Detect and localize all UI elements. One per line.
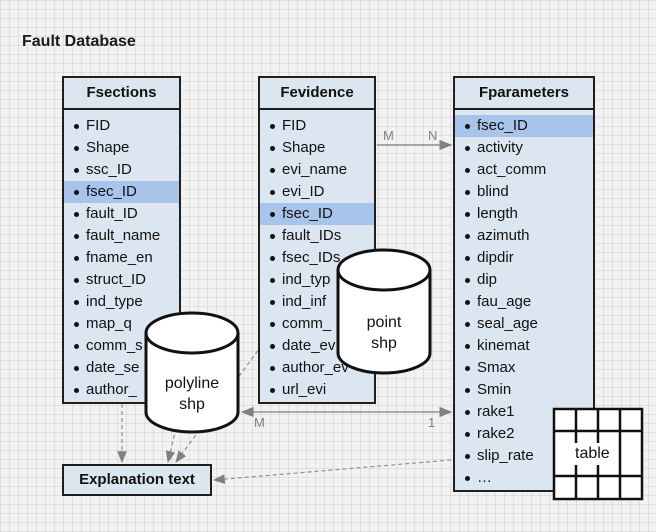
polyline-explanation-link xyxy=(165,427,177,464)
relation-label-m: M xyxy=(254,415,265,430)
params-explanation-link xyxy=(212,459,452,484)
field-item: FID xyxy=(64,115,179,137)
point-shp-cylinder-icon xyxy=(336,248,432,375)
shp-label-line: shp xyxy=(179,396,205,413)
relation-label-m: M xyxy=(383,128,394,143)
field-item: fault_IDs xyxy=(260,225,374,247)
field-item: fname_en xyxy=(64,247,179,269)
field-item-highlighted: fsec_ID xyxy=(64,181,179,203)
field-item: length xyxy=(455,203,593,225)
field-item: url_evi xyxy=(260,379,374,401)
diagram-title: Fault Database xyxy=(22,33,136,50)
field-item: Shape xyxy=(64,137,179,159)
field-item: activity xyxy=(455,137,593,159)
relation-label-n: N xyxy=(428,128,438,143)
field-item: … xyxy=(455,467,593,489)
fsections-table: Fsections FID Shape ssc_ID fsec_ID fault… xyxy=(62,76,181,404)
field-item: comm_ xyxy=(260,313,374,335)
polyline-shp-label: polyline shp xyxy=(146,373,238,415)
field-item: slip_rate xyxy=(455,445,593,467)
field-item: fsec_IDs xyxy=(260,247,374,269)
field-item: act_comm xyxy=(455,159,593,181)
polyline-label-line: polyline xyxy=(164,375,220,392)
field-item: evi_name xyxy=(260,159,374,181)
field-item: date_ev xyxy=(260,335,374,357)
field-item: dip xyxy=(455,269,593,291)
table-label: table xyxy=(569,443,616,465)
table-grid-icon xyxy=(552,407,644,501)
field-item: ind_inf xyxy=(260,291,374,313)
field-item: map_q xyxy=(64,313,179,335)
fparameters-table: Fparameters fsec_ID activity act_comm bl… xyxy=(453,76,595,492)
field-item: Smax xyxy=(455,357,593,379)
field-item: ind_type xyxy=(64,291,179,313)
explanation-text-box: Explanation text xyxy=(62,464,212,496)
field-item: rake1 xyxy=(455,401,593,423)
field-item: fault_name xyxy=(64,225,179,247)
field-item: Smin xyxy=(455,379,593,401)
table-header: Fevidence xyxy=(260,78,374,110)
field-item-highlighted: fsec_ID xyxy=(260,203,374,225)
field-item: struct_ID xyxy=(64,269,179,291)
shp-label-line: shp xyxy=(371,335,397,352)
table-header: Fsections xyxy=(64,78,179,110)
point-shp-label: point shp xyxy=(338,312,430,354)
field-item: evi_ID xyxy=(260,181,374,203)
table-header: Fparameters xyxy=(455,78,593,110)
field-item: author_ev xyxy=(260,357,374,379)
field-item: author_ xyxy=(64,379,179,401)
polyline-shp-cylinder-icon xyxy=(144,311,240,434)
field-item: kinemat xyxy=(455,335,593,357)
point-label-line: point xyxy=(366,314,402,331)
field-item: date_se xyxy=(64,357,179,379)
field-item: rake2 xyxy=(455,423,593,445)
field-item: dipdir xyxy=(455,247,593,269)
field-item: ssc_ID xyxy=(64,159,179,181)
field-item: FID xyxy=(260,115,374,137)
field-item-highlighted: fsec_ID xyxy=(455,115,593,137)
field-item: fault_ID xyxy=(64,203,179,225)
field-item: azimuth xyxy=(455,225,593,247)
field-item: comm_s xyxy=(64,335,179,357)
field-item: fau_age xyxy=(455,291,593,313)
field-item: Shape xyxy=(260,137,374,159)
relation-label-one: 1 xyxy=(428,415,436,430)
field-item: blind xyxy=(455,181,593,203)
field-item: seal_age xyxy=(455,313,593,335)
field-item: ind_typ xyxy=(260,269,374,291)
